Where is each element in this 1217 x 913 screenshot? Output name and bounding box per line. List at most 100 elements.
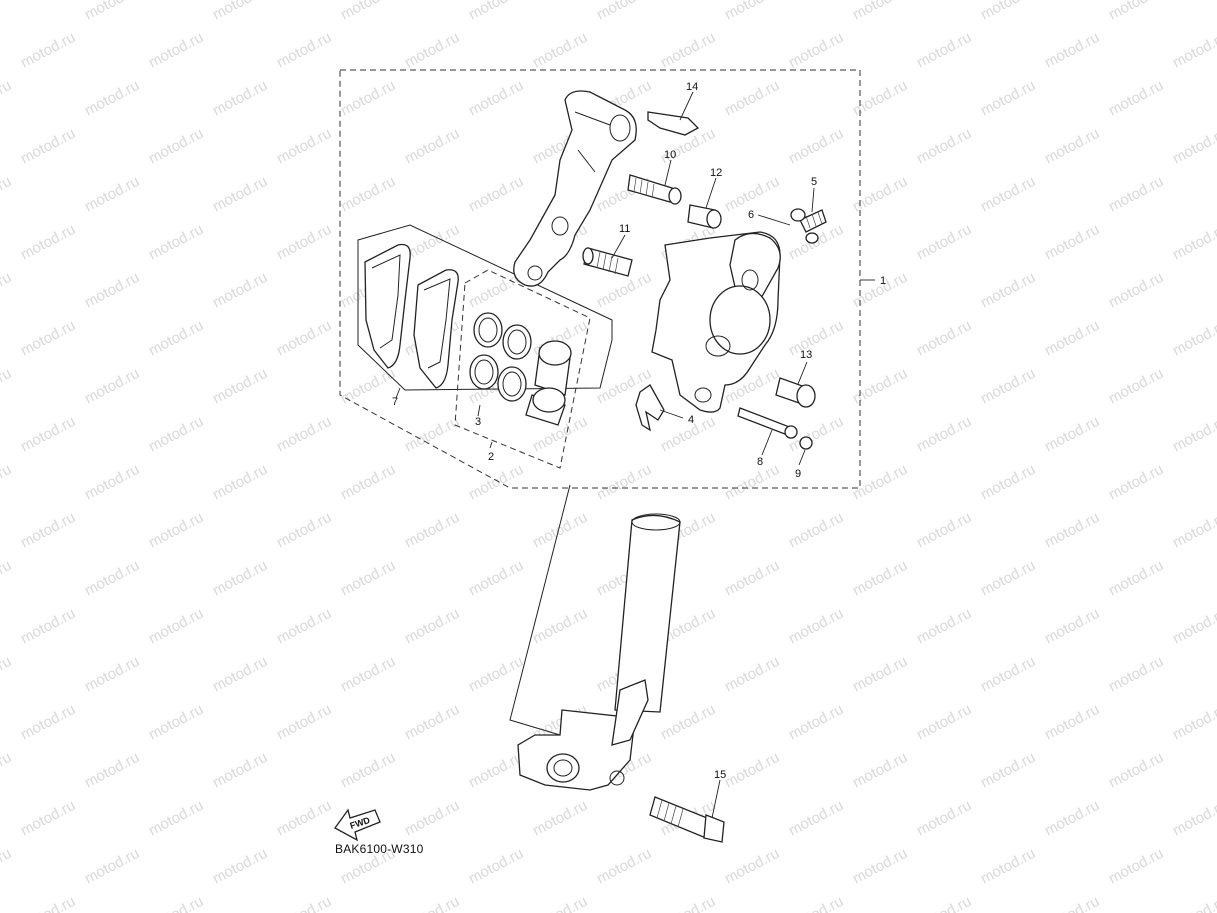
watermark-text: motod.ru xyxy=(18,125,78,168)
bolt-15 xyxy=(649,796,725,843)
watermark-text: motod.ru xyxy=(0,653,14,696)
watermark-text: motod.ru xyxy=(18,893,78,913)
callout-3: 3 xyxy=(475,416,481,428)
bushing-12 xyxy=(687,204,722,229)
watermark-text: motod.ru xyxy=(82,173,142,216)
front-fork xyxy=(517,513,681,791)
watermark-text: motod.ru xyxy=(914,605,974,648)
diagram-code: BAK6100-W310 xyxy=(335,842,424,856)
watermark-text: motod.ru xyxy=(786,605,846,648)
callout-1: 1 xyxy=(880,275,886,287)
watermark-text: motod.ru xyxy=(1042,893,1102,913)
watermark-text: motod.ru xyxy=(402,29,462,72)
watermark-text: motod.ru xyxy=(914,893,974,913)
watermark-text: motod.ru xyxy=(338,365,398,408)
watermark-text: motod.ru xyxy=(274,413,334,456)
watermark-text: motod.ru xyxy=(850,461,910,504)
watermark-text: motod.ru xyxy=(338,653,398,696)
watermark-text: motod.ru xyxy=(914,317,974,360)
watermark-text: motod.ru xyxy=(1170,605,1217,648)
watermark-text: motod.ru xyxy=(274,893,334,913)
watermark-text: motod.ru xyxy=(786,29,846,72)
watermark-text: motod.ru xyxy=(146,509,206,552)
watermark-text: motod.ru xyxy=(402,509,462,552)
plug-9 xyxy=(799,436,813,450)
watermark-text: motod.ru xyxy=(594,461,654,504)
callout-8: 8 xyxy=(757,456,763,468)
watermark-text: motod.ru xyxy=(530,29,590,72)
watermark-text: motod.ru xyxy=(402,125,462,168)
callout-4: 4 xyxy=(688,414,694,426)
watermark-text: motod.ru xyxy=(914,797,974,840)
watermark-text: motod.ru xyxy=(1042,221,1102,264)
watermark-text: motod.ru xyxy=(0,845,14,888)
watermark-text: motod.ru xyxy=(1170,29,1217,72)
caliper-bracket xyxy=(513,90,637,287)
watermark-text: motod.ru xyxy=(978,77,1038,120)
watermark-text: motod.ru xyxy=(274,605,334,648)
watermark-text: motod.ru xyxy=(338,77,398,120)
watermark-text: motod.ru xyxy=(914,509,974,552)
watermark-text: motod.ru xyxy=(82,77,142,120)
watermark-text: motod.ru xyxy=(1106,557,1166,600)
watermark-text: motod.ru xyxy=(1106,77,1166,120)
watermark-text: motod.ru xyxy=(722,557,782,600)
pin-10 xyxy=(627,174,682,205)
watermark-text: motod.ru xyxy=(1106,173,1166,216)
watermark-text: motod.ru xyxy=(1106,0,1166,24)
callout-10: 10 xyxy=(664,149,676,161)
watermark-text: motod.ru xyxy=(402,701,462,744)
watermark-text: motod.ru xyxy=(274,221,334,264)
watermark-text: motod.ru xyxy=(1170,125,1217,168)
watermark-text: motod.ru xyxy=(18,221,78,264)
watermark-text: motod.ru xyxy=(466,653,526,696)
watermark-text: motod.ru xyxy=(1170,509,1217,552)
watermark-text: motod.ru xyxy=(786,893,846,913)
watermark-text: motod.ru xyxy=(1170,797,1217,840)
watermark-text: motod.ru xyxy=(0,269,14,312)
watermark-text: motod.ru xyxy=(0,461,14,504)
brake-pad-inner xyxy=(413,269,459,389)
watermark-text: motod.ru xyxy=(786,797,846,840)
watermark-text: motod.ru xyxy=(658,893,718,913)
watermark-text: motod.ru xyxy=(978,845,1038,888)
fork-projection xyxy=(509,484,571,736)
callout-9: 9 xyxy=(795,468,801,480)
watermark-text: motod.ru xyxy=(18,29,78,72)
watermark-text: motod.ru xyxy=(1106,653,1166,696)
watermark-text: motod.ru xyxy=(210,269,270,312)
watermark-text: motod.ru xyxy=(146,29,206,72)
watermark-text: motod.ru xyxy=(1042,413,1102,456)
watermark-text: motod.ru xyxy=(210,0,270,24)
watermark-text: motod.ru xyxy=(0,173,14,216)
pad-spring xyxy=(635,384,665,432)
pad-support xyxy=(647,111,700,136)
callout-13: 13 xyxy=(800,349,812,361)
leader-lines xyxy=(395,91,875,819)
bleed-screw xyxy=(790,208,827,244)
watermark-text: motod.ru xyxy=(530,893,590,913)
watermark-text: motod.ru xyxy=(274,701,334,744)
watermark-text: motod.ru xyxy=(274,29,334,72)
watermark-text: motod.ru xyxy=(850,173,910,216)
watermark-text: motod.ru xyxy=(146,797,206,840)
watermark-text: motod.ru xyxy=(466,749,526,792)
callouts: 1 2 3 4 5 6 7 8 9 10 11 12 13 14 15 xyxy=(392,81,886,781)
watermark-text: motod.ru xyxy=(1042,605,1102,648)
watermark-text: motod.ru xyxy=(466,0,526,24)
watermark-text: motod.ru xyxy=(850,365,910,408)
watermark-text: motod.ru xyxy=(82,653,142,696)
watermark-text: motod.ru xyxy=(274,125,334,168)
watermark-text: motod.ru xyxy=(1170,317,1217,360)
watermark-text: motod.ru xyxy=(1042,701,1102,744)
callout-5: 5 xyxy=(811,176,817,188)
watermark-text: motod.ru xyxy=(274,797,334,840)
pin-11 xyxy=(582,247,633,277)
forward-arrow-icon: FWD xyxy=(334,808,381,842)
watermark-text: motod.ru xyxy=(210,557,270,600)
watermark-text: motod.ru xyxy=(210,365,270,408)
watermark-text: motod.ru xyxy=(914,29,974,72)
watermark-text: motod.ru xyxy=(722,845,782,888)
watermark-text: motod.ru xyxy=(594,845,654,888)
